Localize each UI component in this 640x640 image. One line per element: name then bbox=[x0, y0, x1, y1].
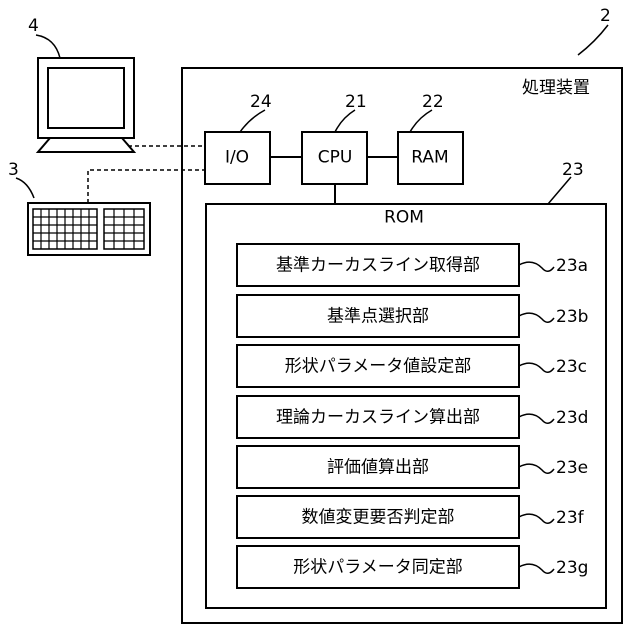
ref-io: 24 bbox=[250, 94, 272, 111]
ref-23f: 23f bbox=[556, 510, 584, 527]
module-label-23d: 理論カーカスライン算出部 bbox=[276, 410, 480, 427]
io-label: I/O bbox=[225, 150, 249, 167]
ref-processing-device: 2 bbox=[600, 8, 611, 25]
processing-device-title: 処理装置 bbox=[522, 80, 590, 97]
module-label-23a: 基準カーカスライン取得部 bbox=[276, 258, 480, 275]
ref-keyboard: 3 bbox=[8, 162, 19, 179]
external-connections bbox=[88, 146, 205, 203]
keyboard-icon bbox=[28, 203, 150, 255]
rom-label: ROM bbox=[384, 210, 424, 227]
ref-23a: 23a bbox=[556, 258, 588, 275]
ref-computer: 4 bbox=[28, 18, 39, 35]
computer-monitor-icon bbox=[38, 58, 134, 152]
ref-23g: 23g bbox=[556, 560, 588, 577]
module-label-23c: 形状パラメータ値設定部 bbox=[285, 359, 472, 376]
module-label-23e: 評価値算出部 bbox=[327, 460, 429, 477]
ref-rom: 23 bbox=[562, 162, 584, 179]
module-label-23g: 形状パラメータ同定部 bbox=[293, 560, 463, 577]
ram-label: RAM bbox=[411, 150, 448, 167]
ref-23c: 23c bbox=[556, 359, 587, 376]
ref-23e: 23e bbox=[556, 460, 588, 477]
ref-ram: 22 bbox=[422, 94, 444, 111]
cpu-label: CPU bbox=[318, 150, 353, 167]
module-label-23f: 数値変更要否判定部 bbox=[302, 510, 455, 527]
ref-cpu: 21 bbox=[345, 94, 367, 111]
ref-23d: 23d bbox=[556, 410, 588, 427]
ref-23b: 23b bbox=[556, 309, 588, 326]
module-label-23b: 基準点選択部 bbox=[327, 309, 429, 326]
